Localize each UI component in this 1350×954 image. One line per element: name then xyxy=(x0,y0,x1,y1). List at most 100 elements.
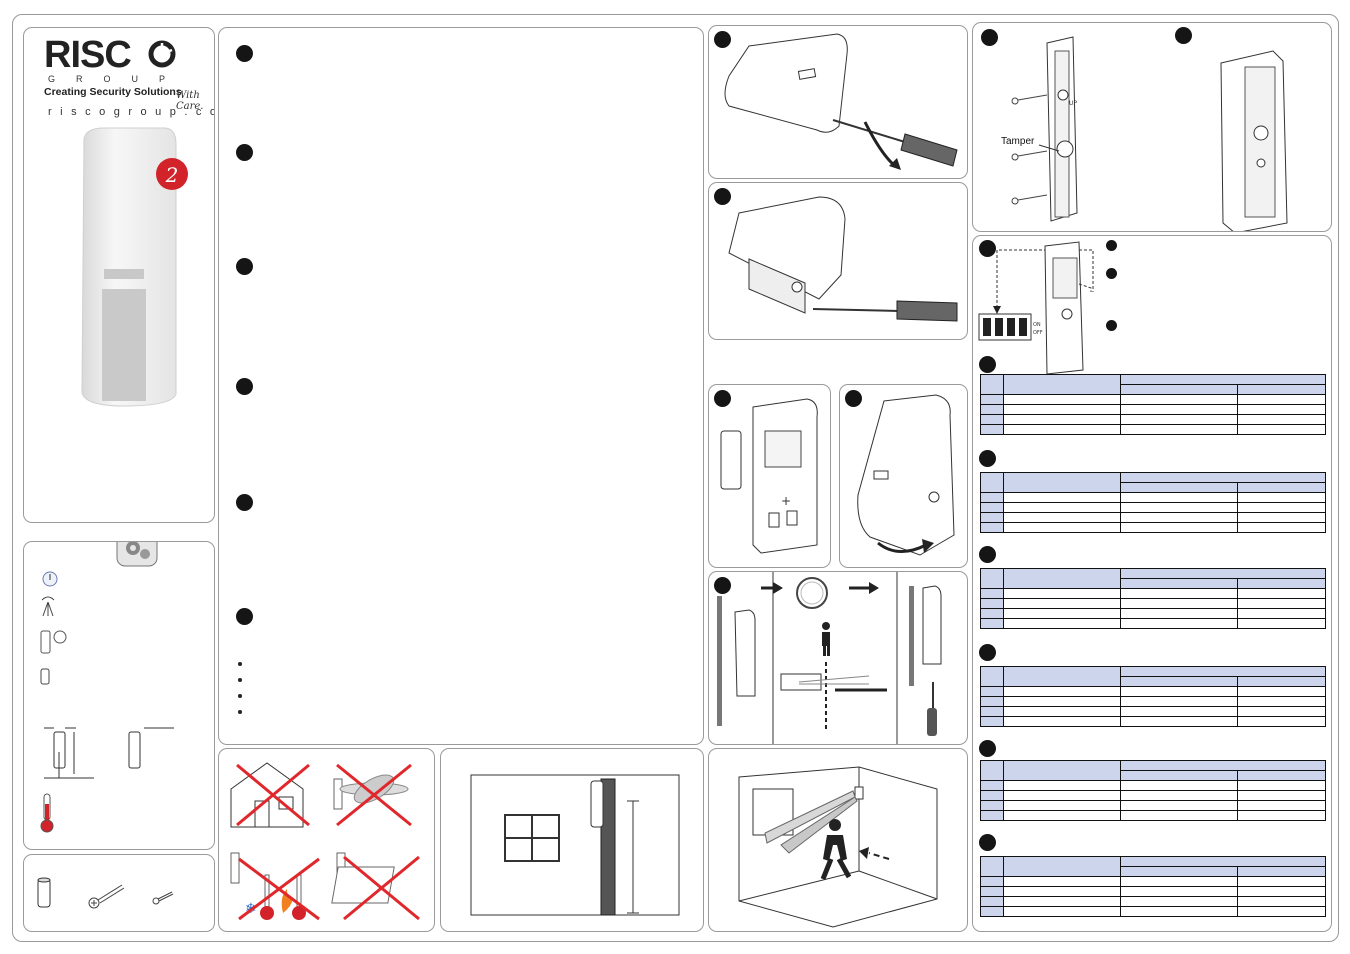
specs-graphics xyxy=(40,542,174,833)
logo-wordmark: RISC xyxy=(44,34,132,76)
table-marker-3 xyxy=(979,546,996,563)
table-marker-1 xyxy=(979,356,996,373)
bullet xyxy=(238,678,242,682)
section-marker-5 xyxy=(236,494,253,511)
step-marker xyxy=(714,188,731,205)
logo-group: GROUP xyxy=(48,74,187,84)
step-marker xyxy=(1175,27,1192,44)
step-marker xyxy=(979,240,996,257)
thermometer-icon xyxy=(40,793,54,833)
wall-mount-panel: UP Tamper xyxy=(972,22,1332,232)
table-marker-4 xyxy=(979,644,996,661)
open-cover-graphics xyxy=(724,33,958,170)
up-label: UP xyxy=(1069,100,1077,107)
contents-panel xyxy=(23,854,215,932)
bullet xyxy=(238,662,242,666)
sub-step-marker xyxy=(1106,240,1117,251)
heater-warning xyxy=(331,852,420,921)
screw-icon xyxy=(1011,94,1048,205)
screwdriver-icon xyxy=(927,682,937,736)
section-marker-2 xyxy=(236,144,253,161)
dip-switch-graphics: ON OFF xyxy=(978,241,1094,375)
dip-on-label: ON xyxy=(1033,322,1041,328)
battery-insert-graphics: + xyxy=(720,398,818,554)
person-icon xyxy=(822,622,830,656)
section-marker-3 xyxy=(236,258,253,275)
arrow-icon xyxy=(849,582,879,594)
spec-table-1 xyxy=(980,374,1326,435)
version-badge-icon xyxy=(156,158,188,190)
clock-icon xyxy=(42,571,58,587)
table-marker-5 xyxy=(979,740,996,757)
step-remove-base-panel xyxy=(708,182,968,340)
mounting-height-graphics xyxy=(470,774,680,916)
section-marker-1 xyxy=(236,45,253,62)
step-battery-panel: + xyxy=(708,384,831,568)
dip-off-label: OFF xyxy=(1033,330,1043,336)
table-marker-6 xyxy=(979,834,996,851)
coverage-pattern-panel xyxy=(708,748,968,932)
contents-graphics xyxy=(37,877,174,909)
window-illustration xyxy=(504,814,560,862)
walk-test-graphics xyxy=(717,572,942,744)
step-marker xyxy=(981,29,998,46)
person-icon xyxy=(820,819,852,880)
wall-mount-graphics: UP xyxy=(1011,36,1288,231)
arrow-icon xyxy=(761,582,783,594)
table-marker-2 xyxy=(979,450,996,467)
step-close-cover-panel xyxy=(839,384,968,568)
polarity-label: + xyxy=(781,494,791,508)
page-frame xyxy=(12,14,1339,942)
logo-url: riscogroup.com xyxy=(48,106,214,118)
spec-table-6 xyxy=(980,856,1326,917)
battery-icon xyxy=(37,877,51,908)
spec-table-3 xyxy=(980,568,1326,629)
detector-small-icon xyxy=(40,630,67,654)
coverage-pattern-graphics xyxy=(738,766,938,928)
step-marker xyxy=(714,31,731,48)
ceiling-fan-warning xyxy=(333,763,412,827)
sub-step-marker xyxy=(1106,268,1117,279)
step-marker xyxy=(714,577,731,594)
dip-switch-panel: ON OFF xyxy=(972,235,1332,932)
close-cover-graphics xyxy=(857,394,955,556)
screwdriver-icon xyxy=(812,300,958,322)
step-marker xyxy=(714,390,731,407)
step-marker xyxy=(845,390,862,407)
battery-icon xyxy=(40,668,50,685)
specs-panel xyxy=(23,541,215,850)
logo-tagline: Creating Security Solutions xyxy=(44,86,182,98)
settings-icon xyxy=(116,542,158,567)
step-open-cover-panel xyxy=(708,25,968,179)
screw-small-icon xyxy=(152,891,174,905)
clock-icon xyxy=(796,577,828,609)
battery-icon xyxy=(720,430,742,490)
sub-step-marker xyxy=(1106,320,1117,331)
section-marker-4 xyxy=(236,378,253,395)
arrow-icon xyxy=(859,847,890,860)
bullet xyxy=(238,694,242,698)
dimension-drawing xyxy=(44,727,174,779)
outdoor-house-warning xyxy=(230,762,310,828)
step-walk-test-panel xyxy=(708,571,968,745)
tamper-label: Tamper xyxy=(1001,136,1035,147)
spec-table-4 xyxy=(980,666,1326,727)
screwdriver-icon xyxy=(832,119,958,167)
screw-icon xyxy=(88,884,125,909)
bullet xyxy=(238,710,242,714)
product-panel: RISC GROUP Creating Security Solutions W… xyxy=(23,27,215,523)
temperature-warning: ❄ xyxy=(230,852,320,921)
installation-warnings-panel: ❄ xyxy=(218,748,435,932)
spec-table-2 xyxy=(980,472,1326,533)
antenna-icon xyxy=(41,596,55,617)
section-marker-6 xyxy=(236,608,253,625)
spec-table-5 xyxy=(980,760,1326,821)
version-badge: 2 xyxy=(165,163,179,187)
logo-signature: With Care. xyxy=(176,90,204,112)
logo-o-icon xyxy=(148,40,176,68)
mounting-height-panel xyxy=(440,748,704,932)
instructions-panel xyxy=(218,27,704,745)
warnings-graphics: ❄ xyxy=(230,762,420,921)
detector-photo: 2 xyxy=(81,127,188,407)
remove-base-graphics xyxy=(728,196,958,322)
